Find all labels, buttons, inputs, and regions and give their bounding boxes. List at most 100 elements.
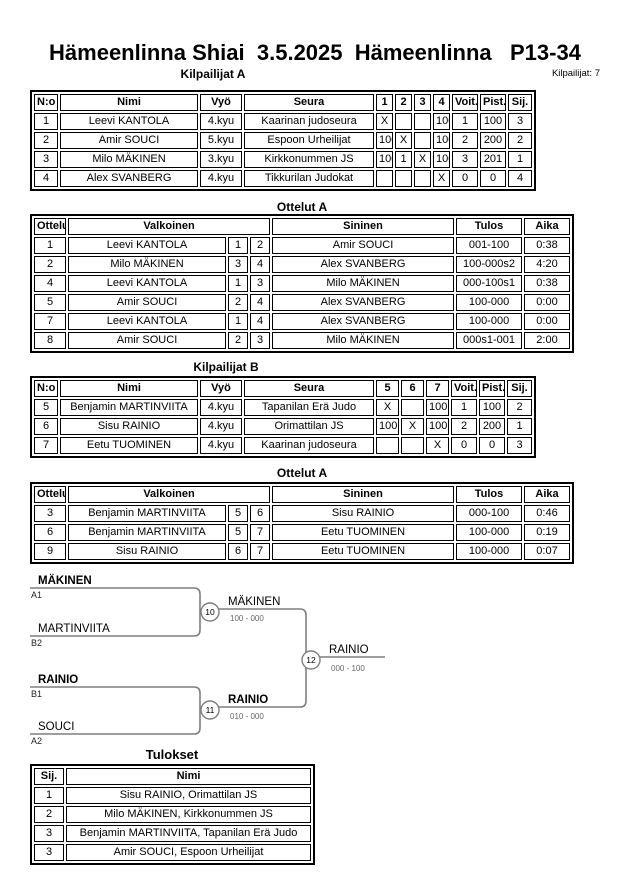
cell: 1 bbox=[451, 399, 477, 416]
cell: Leevi KANTOLA bbox=[68, 313, 226, 330]
cell: 0:38 bbox=[524, 237, 571, 254]
cell: 1 bbox=[34, 237, 66, 254]
cell: Benjamin MARTINVIITA, Tapanilan Erä Judo bbox=[66, 825, 311, 842]
col-header: Voit. bbox=[451, 380, 477, 397]
table-row: 3 Milo MÄKINEN 3.kyu Kirkkonummen JS 100… bbox=[34, 151, 532, 168]
cell: 2 bbox=[508, 132, 532, 149]
cell: 3.kyu bbox=[200, 151, 242, 168]
cell: Amir SOUCI bbox=[272, 237, 455, 254]
col-header: 3 bbox=[414, 94, 431, 111]
cell: 100-000 bbox=[456, 524, 523, 541]
bracket-line bbox=[30, 686, 201, 735]
bracket-seed-label: A1 bbox=[31, 590, 42, 600]
cell: Milo MÄKINEN bbox=[272, 275, 455, 292]
table-header-row: Ottelu Valkoinen Sininen Tulos Aika bbox=[34, 486, 571, 503]
bracket-player-name: MÄKINEN bbox=[38, 574, 92, 587]
cell: 2 bbox=[34, 256, 66, 273]
col-header: Aika bbox=[524, 218, 571, 235]
cell: Amir SOUCI bbox=[68, 332, 226, 349]
bracket-score: 000 - 100 bbox=[331, 664, 365, 673]
cell: 4.kyu bbox=[200, 113, 242, 130]
cell bbox=[401, 399, 424, 416]
col-header: 7 bbox=[426, 380, 449, 397]
cell: X bbox=[426, 437, 449, 454]
cell: 2 bbox=[34, 806, 64, 823]
cell: 3 bbox=[34, 505, 66, 522]
col-header: Aika bbox=[524, 486, 571, 503]
table-header-row: Sij. Nimi bbox=[34, 768, 311, 785]
cell: X bbox=[401, 418, 424, 435]
col-header: Sininen bbox=[272, 218, 455, 235]
col-header: Nimi bbox=[66, 768, 311, 785]
cell: Benjamin MARTINVIITA bbox=[60, 399, 198, 416]
cell: Amir SOUCI, Espoon Urheilijat bbox=[66, 844, 311, 861]
col-header: Valkoinen bbox=[68, 486, 271, 503]
match-number: 11 bbox=[206, 705, 215, 715]
cell: 100 bbox=[376, 132, 393, 149]
cell: X bbox=[376, 399, 399, 416]
col-header: 4 bbox=[433, 94, 450, 111]
cell: 2 bbox=[452, 132, 478, 149]
col-header: Tulos bbox=[456, 218, 523, 235]
bracket-player-name: MARTINVIITA bbox=[38, 623, 110, 635]
cell: 1 bbox=[452, 113, 478, 130]
cell: 100-000 bbox=[456, 294, 523, 311]
col-header: Ottelu bbox=[34, 218, 66, 235]
cell: 1 bbox=[34, 113, 58, 130]
cell: 100-000 bbox=[456, 313, 523, 330]
cell: 000-100s1 bbox=[456, 275, 523, 292]
bracket-lines bbox=[30, 587, 385, 735]
cell: 0 bbox=[451, 437, 477, 454]
cell: 5 bbox=[34, 294, 66, 311]
cell: 000-100 bbox=[456, 505, 523, 522]
cell: 0 bbox=[479, 437, 505, 454]
cell: 4.kyu bbox=[200, 170, 242, 187]
col-header: Sij. bbox=[508, 94, 532, 111]
match-number-circle bbox=[200, 700, 220, 720]
cell: Sisu RAINIO bbox=[60, 418, 198, 435]
col-header: N:o bbox=[34, 94, 58, 111]
col-header: Tulos bbox=[456, 486, 523, 503]
table-row: 6 Benjamin MARTINVIITA 5 7 Eetu TUOMINEN… bbox=[34, 524, 571, 541]
bracket-score: 100 - 000 bbox=[230, 614, 264, 623]
cell: X bbox=[395, 132, 412, 149]
bracket-line bbox=[219, 660, 307, 708]
cell: 6 bbox=[228, 543, 248, 560]
cell: 2 bbox=[34, 132, 58, 149]
cell: 3 bbox=[250, 275, 271, 292]
bracket-winner-name: MÄKINEN bbox=[228, 596, 280, 608]
cell: 2 bbox=[228, 332, 248, 349]
cell: 5 bbox=[228, 524, 248, 541]
cell: 1 bbox=[508, 151, 532, 168]
cell: 1 bbox=[34, 787, 64, 804]
table-row: 1 Sisu RAINIO, Orimattilan JS bbox=[34, 787, 311, 804]
table-header-row: N:o Nimi Vyö Seura 5 6 7 Voit. Pist. Sij… bbox=[34, 380, 532, 397]
cell: 4.kyu bbox=[200, 418, 242, 435]
cell: 100 bbox=[426, 418, 449, 435]
cell: Kaarinan judoseura bbox=[244, 113, 374, 130]
table-row: 7 Eetu TUOMINEN 4.kyu Kaarinan judoseura… bbox=[34, 437, 532, 454]
table-row: 2 Amir SOUCI 5.kyu Espoon Urheilijat 100… bbox=[34, 132, 532, 149]
cell: Sisu RAINIO bbox=[272, 505, 455, 522]
match-number-circle bbox=[200, 602, 220, 622]
col-header: Sij. bbox=[34, 768, 64, 785]
cell: Alex SVANBERG bbox=[60, 170, 198, 187]
cell bbox=[414, 113, 431, 130]
cell: Tapanilan Erä Judo bbox=[244, 399, 374, 416]
col-header: Nimi bbox=[60, 94, 198, 111]
cell: 0:00 bbox=[524, 313, 571, 330]
cell: X bbox=[433, 170, 450, 187]
cell: 4 bbox=[250, 294, 271, 311]
cell: 100 bbox=[433, 132, 450, 149]
cell: 4.kyu bbox=[200, 437, 242, 454]
table-row: 3 Amir SOUCI, Espoon Urheilijat bbox=[34, 844, 311, 861]
table-row: 5 Benjamin MARTINVIITA 4.kyu Tapanilan E… bbox=[34, 399, 532, 416]
cell: 4 bbox=[34, 170, 58, 187]
cell: 2:00 bbox=[524, 332, 571, 349]
ottelut-b-table: Ottelu Valkoinen Sininen Tulos Aika 3 Be… bbox=[30, 482, 575, 564]
cell bbox=[414, 132, 431, 149]
cell: 0:19 bbox=[524, 524, 571, 541]
col-header: Vyö bbox=[200, 94, 242, 111]
cell: 4 bbox=[34, 275, 66, 292]
